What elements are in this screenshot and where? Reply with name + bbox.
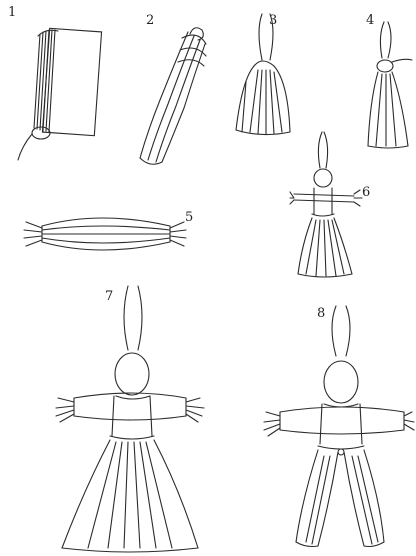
step-1-card-wound [18, 28, 102, 160]
step-2-bundle [140, 28, 206, 165]
step-7-doll-skirt [56, 286, 204, 552]
step-4-tassel [368, 22, 412, 148]
step-6-small-doll [290, 132, 362, 277]
step-8-doll-legs [264, 306, 414, 547]
step-3-tassel [236, 14, 290, 135]
step-5-arm-bundle [24, 218, 186, 250]
